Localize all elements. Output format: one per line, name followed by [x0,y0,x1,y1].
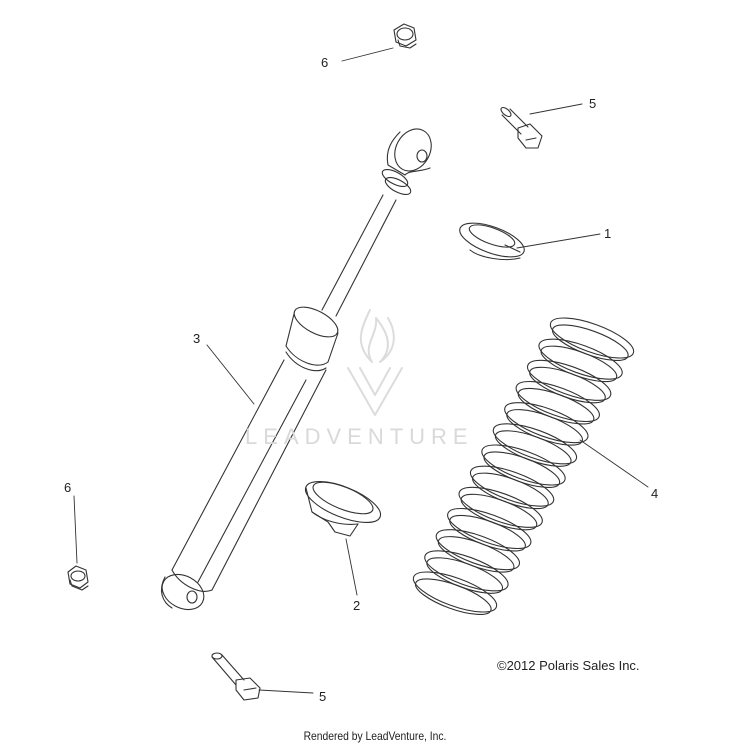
spring-coil [435,529,521,571]
spring-retainer [459,222,525,261]
spring-coil [458,486,543,528]
spring-coil [517,387,595,425]
spring-coil [529,366,606,404]
nut-top [393,23,417,49]
spring-coil [424,550,509,592]
spring-coil [483,451,561,488]
spring-coil [551,324,629,361]
spring-coil [492,423,578,465]
spring-coil [412,571,498,613]
spring-coil [494,430,572,467]
spring-coil [426,557,504,594]
spring-coil [515,380,600,423]
callout-6-left: 6 [64,480,72,495]
copyright-notice: ©2012 Polaris Sales Inc. [497,658,640,673]
spring-coil [540,345,618,383]
spring-coil [472,472,549,510]
callout-4: 4 [651,486,659,501]
spring-coil [460,493,538,531]
render-credit: Rendered by LeadVenture, Inc. [303,729,447,743]
coil-spring [412,317,635,615]
leader-lines [73,47,649,694]
watermark-logo [347,309,403,416]
bolt-bottom [211,652,261,701]
spring-coil [449,514,526,552]
spring-coil [481,444,566,486]
nut-left [67,565,89,591]
callout-5-bottom: 5 [319,689,327,704]
callout-3: 3 [193,331,201,346]
spring-coil [526,359,612,401]
spring-coil [437,536,515,573]
callout-5-top: 5 [589,96,597,111]
shock-absorber [160,128,432,611]
callout-1: 1 [604,226,612,241]
spring-coil [504,402,589,444]
callout-6-top: 6 [321,55,329,70]
spring-coil [447,507,532,550]
spring-coil [506,409,583,446]
spring-coil [549,317,635,359]
spring-coil [469,465,555,507]
spring-coil [414,578,492,615]
spring-seat [304,481,382,537]
callout-2: 2 [353,598,361,613]
watermark-text: LEADVENTURE [245,424,474,449]
spring-coil [538,338,623,380]
bolt-top [500,106,543,149]
